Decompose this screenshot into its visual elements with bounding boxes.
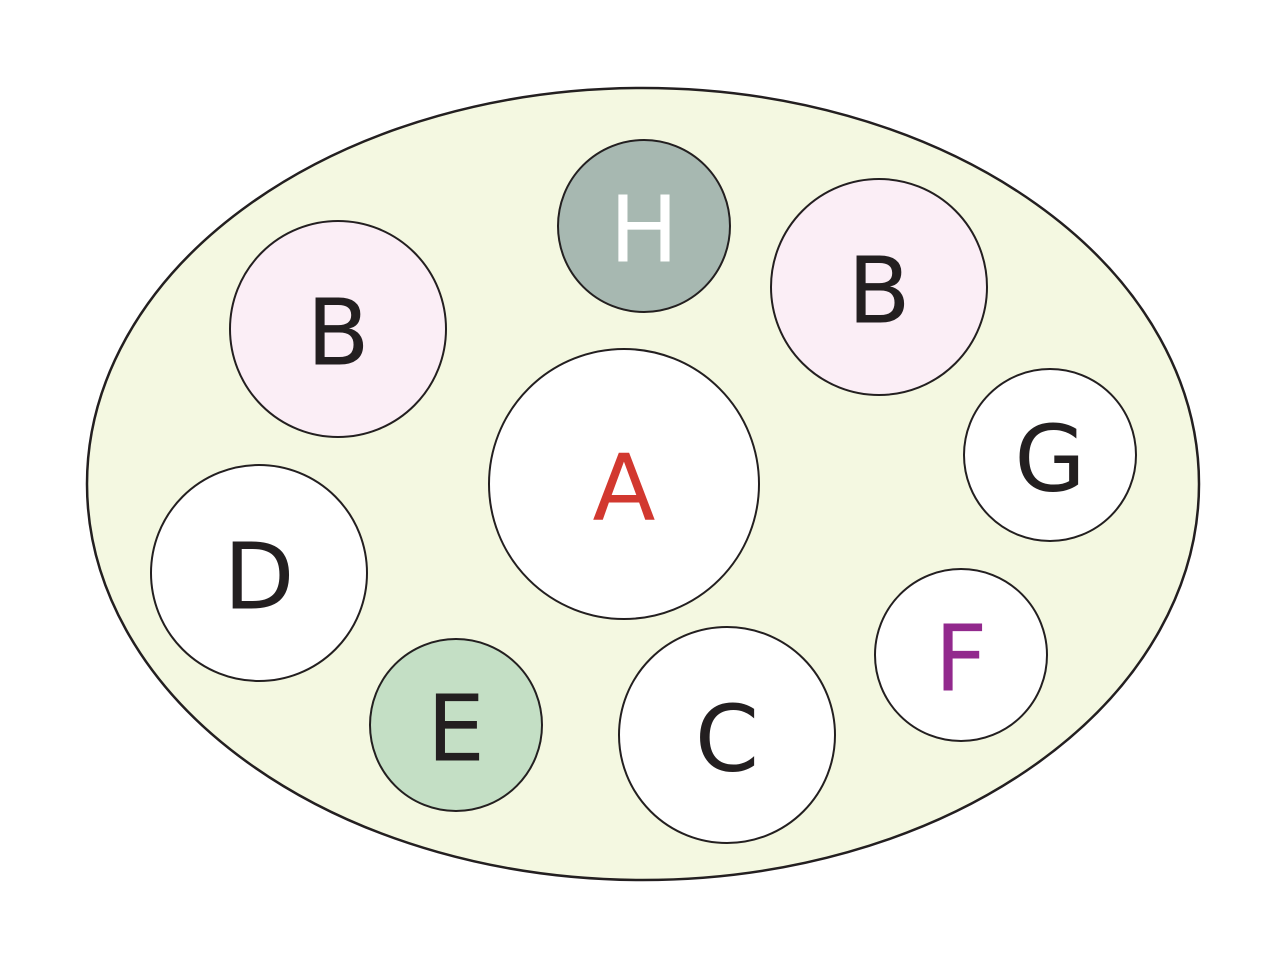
circle-f-label: F xyxy=(935,606,988,713)
circle-d-shape xyxy=(150,464,368,682)
circle-b-2-shape xyxy=(770,178,988,396)
circle-f: F xyxy=(874,568,1048,742)
circle-h-label: H xyxy=(609,177,678,284)
circle-f-shape xyxy=(874,568,1048,742)
circle-d: D xyxy=(150,464,368,682)
circle-e-label: E xyxy=(427,676,485,783)
circle-b-1-shape xyxy=(229,220,447,438)
circle-g: G xyxy=(963,368,1137,542)
circle-a: A xyxy=(488,348,760,620)
circle-c-shape xyxy=(618,626,836,844)
circle-g-label: G xyxy=(1014,406,1085,513)
circle-a-label: A xyxy=(593,435,656,542)
circle-b-1: B xyxy=(229,220,447,438)
circles-layer: H B B A G D F E C xyxy=(150,139,1137,844)
circle-h: H xyxy=(557,139,731,313)
circle-e-shape xyxy=(369,638,543,812)
circle-b-2-label: B xyxy=(847,238,910,345)
circle-c: C xyxy=(618,626,836,844)
circle-g-shape xyxy=(963,368,1137,542)
circle-b-2: B xyxy=(770,178,988,396)
circle-d-label: D xyxy=(224,524,295,631)
circle-a-shape xyxy=(488,348,760,620)
circle-e: E xyxy=(369,638,543,812)
circle-h-shape xyxy=(557,139,731,313)
circle-c-label: C xyxy=(695,686,759,793)
circle-b-1-label: B xyxy=(306,280,369,387)
